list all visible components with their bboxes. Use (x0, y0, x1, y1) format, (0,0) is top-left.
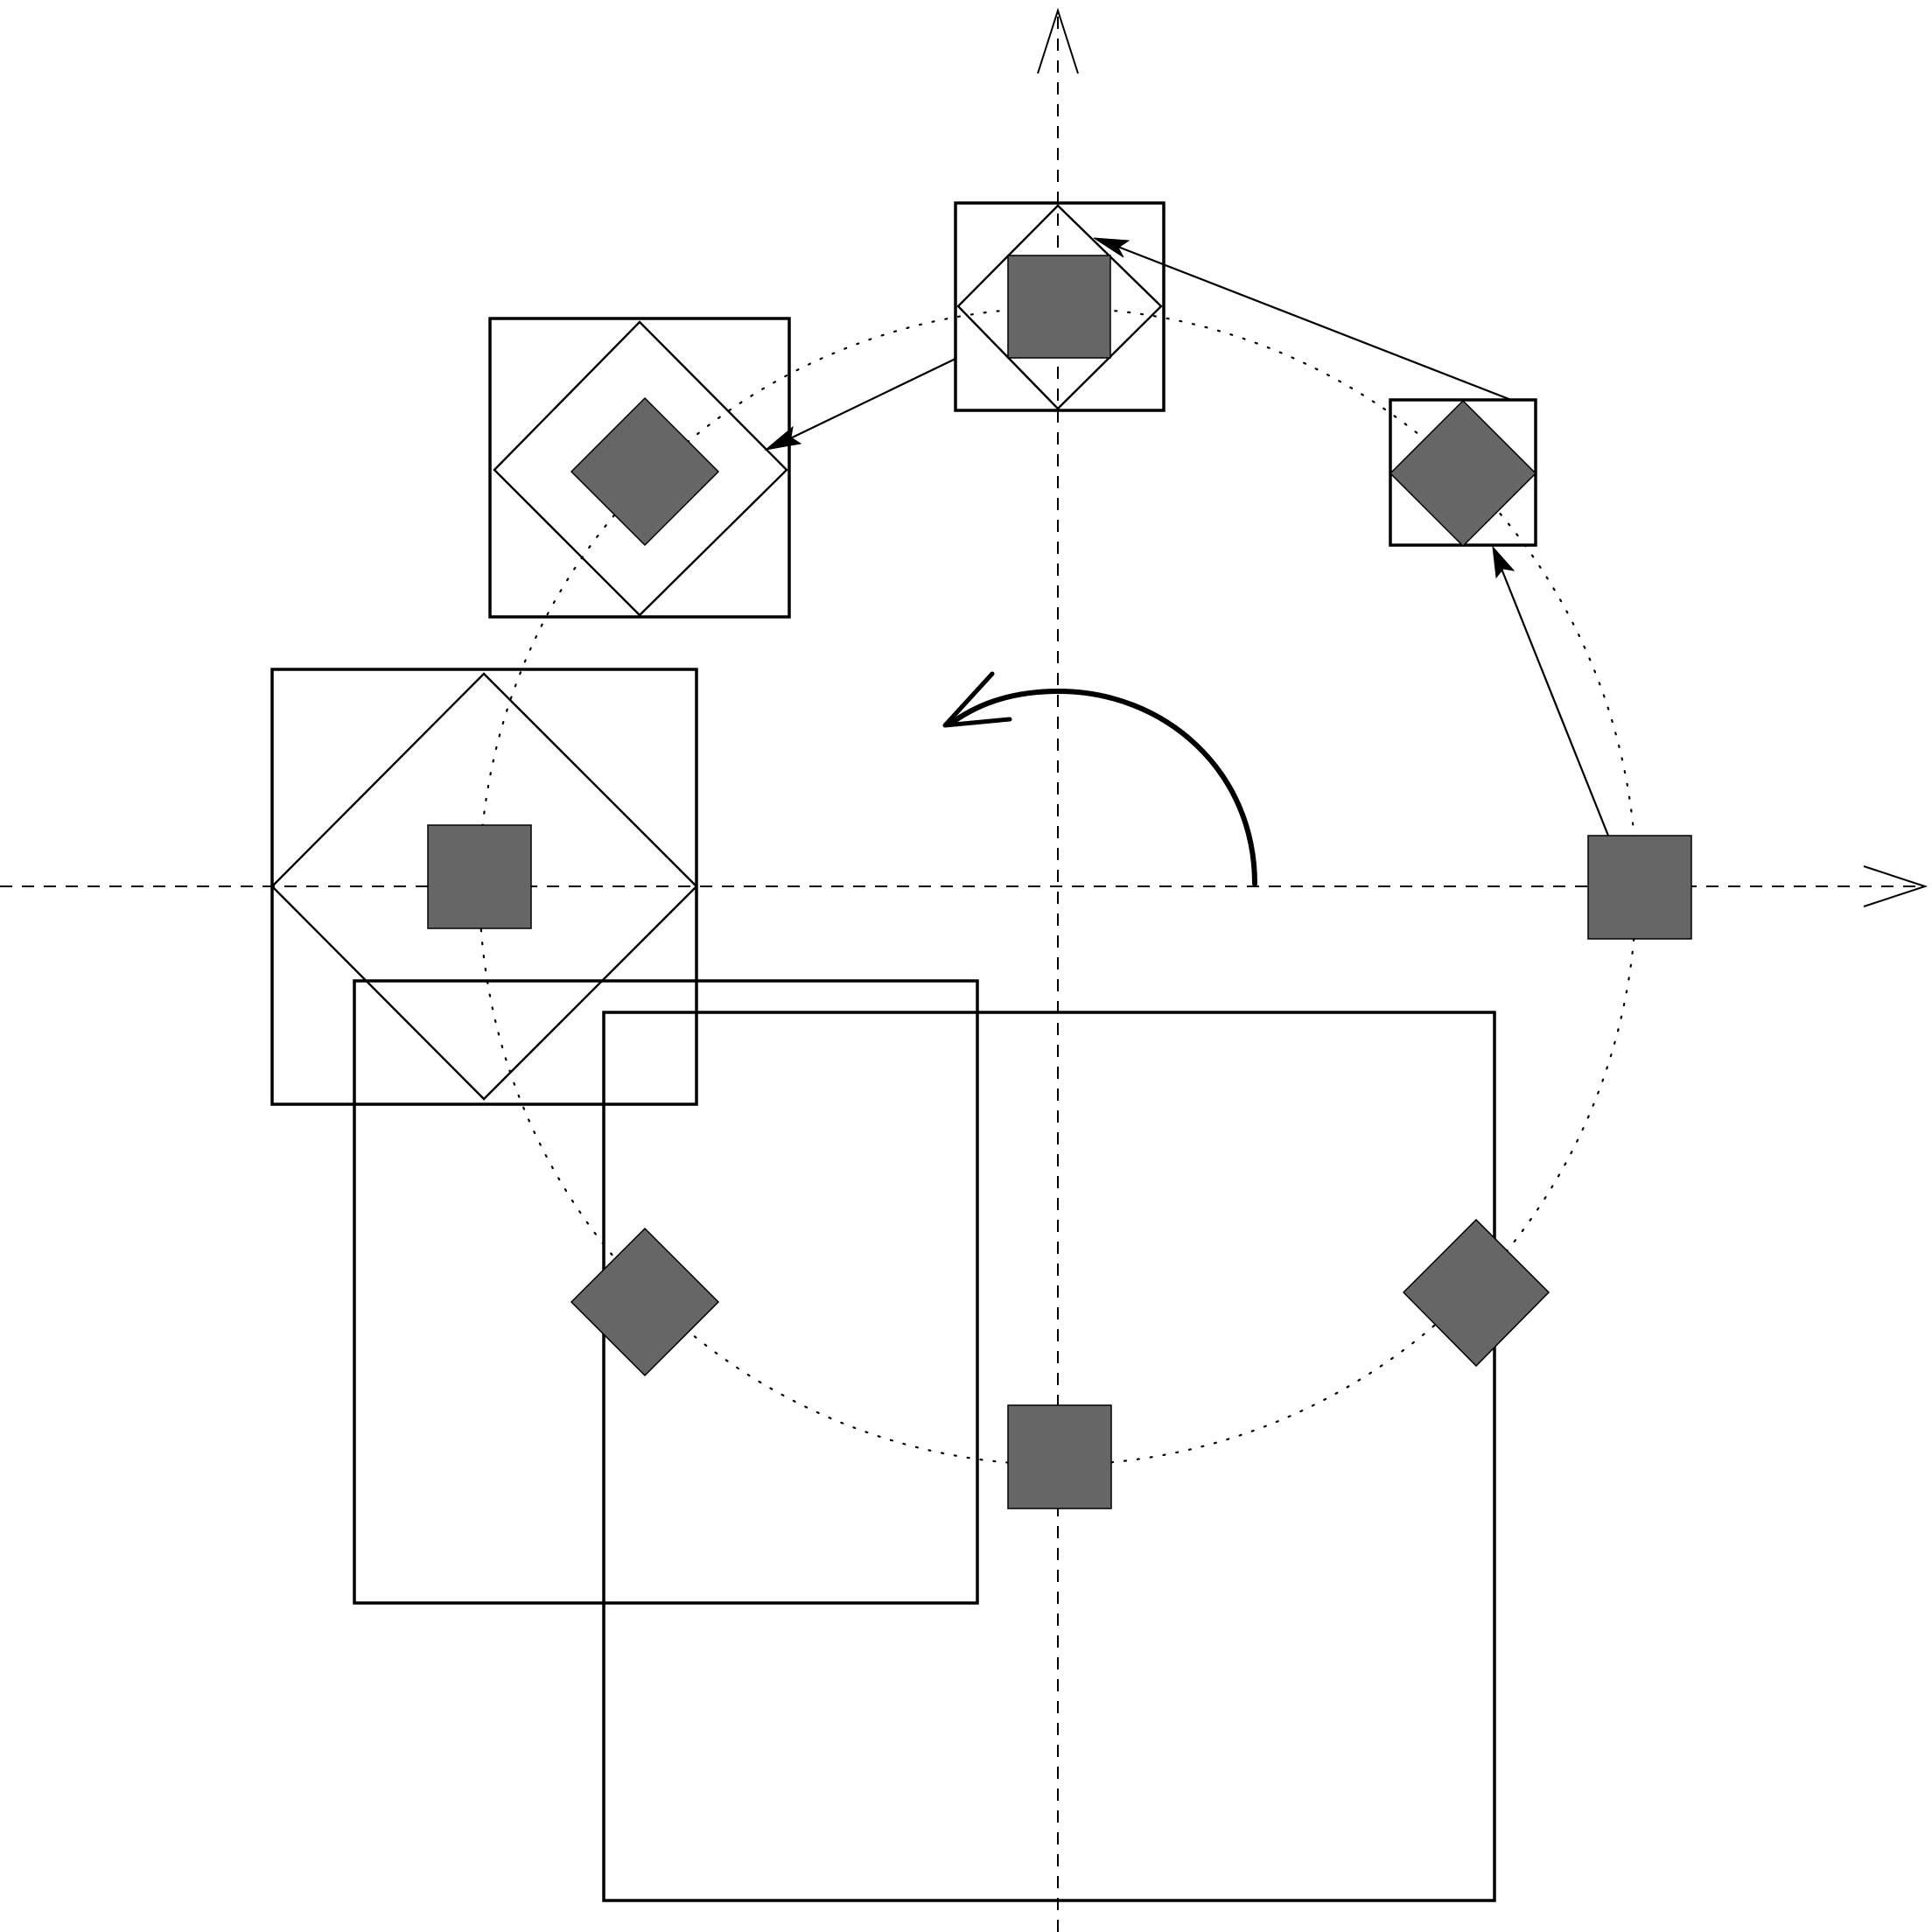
north-block (1007, 255, 1111, 359)
north-east-position (1389, 398, 1537, 548)
south-west-block (570, 1227, 720, 1377)
west-position (270, 668, 698, 1106)
north-west-position (488, 317, 791, 619)
lower-frames (353, 979, 1496, 1902)
north-inscribed-diamond (956, 204, 1163, 410)
east-to-north-east-arrowhead (1492, 545, 1516, 579)
south-frame (602, 1011, 1496, 1902)
south-block (1007, 1404, 1112, 1509)
east-block (1587, 835, 1692, 940)
north-position (954, 201, 1166, 412)
north-west-frame (488, 317, 791, 619)
west-inscribed-diamond (270, 672, 698, 1101)
rotation-arc (947, 688, 1257, 886)
rotation-arrowhead (942, 671, 1012, 728)
north-east-to-north-arrowhead (1093, 237, 1130, 258)
horizontal-axis-arrowhead (1863, 865, 1928, 907)
north-frame (954, 201, 1166, 412)
south-east-position (1402, 1218, 1550, 1368)
rotation-indicator (942, 671, 1257, 886)
north-east-to-north-arrow (1110, 242, 1512, 402)
north-west-block (570, 396, 720, 547)
south-position (1007, 1404, 1112, 1509)
transition-arrows (764, 237, 1610, 836)
axes (0, 7, 1928, 1932)
north-west-inscribed-diamond (493, 320, 788, 617)
north-to-north-west-arrowhead (764, 425, 802, 451)
south-west-position (570, 1227, 720, 1377)
east-to-north-east-arrow (1498, 564, 1610, 836)
north-east-block (1389, 399, 1537, 548)
south-west-frame (353, 979, 979, 1605)
west-block (427, 824, 532, 929)
east-position (1587, 835, 1692, 940)
north-to-north-west-arrow (782, 358, 956, 443)
vertical-axis-arrowhead (1037, 7, 1079, 74)
south-east-block (1402, 1218, 1550, 1368)
